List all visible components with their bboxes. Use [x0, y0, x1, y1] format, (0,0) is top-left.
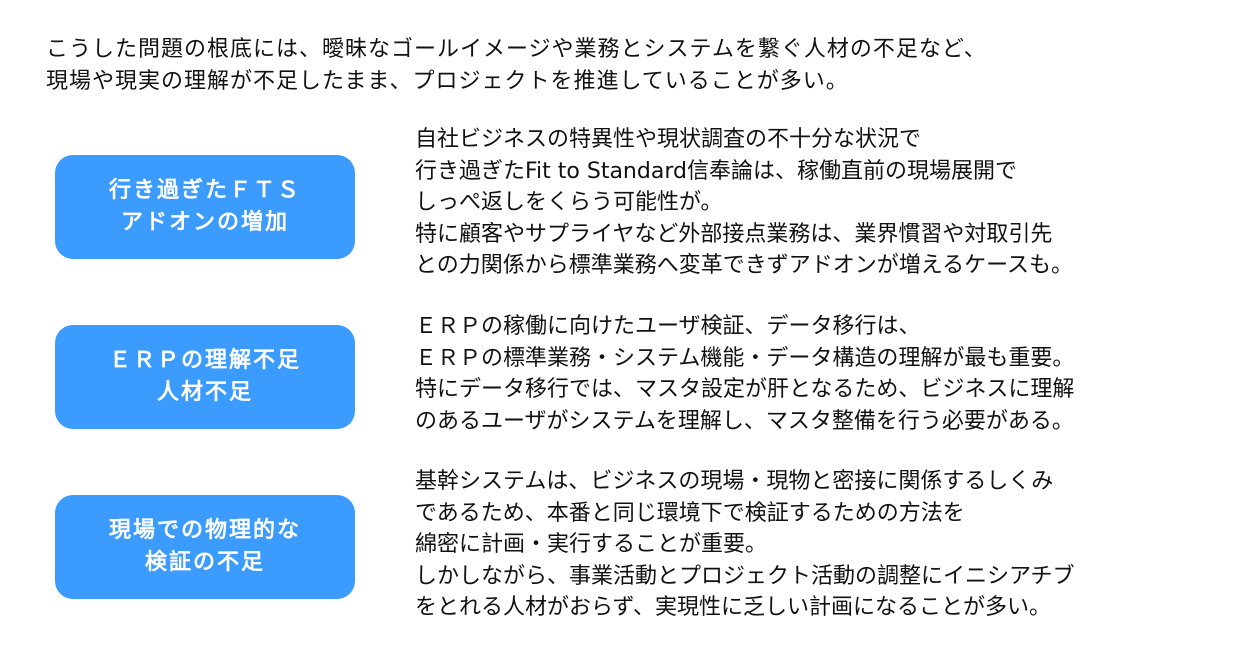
intro-text: こうした問題の根底には、曖昧なゴールイメージや業務とシステムを繋ぐ人材の不足など…: [46, 34, 987, 98]
issue-description-verification: 基幹システムは、ビジネスの現場・現物と密接に関係するしくみ であるため、本番と同…: [415, 466, 1075, 624]
description-line: ＥＲＰの標準業務・システム機能・データ構造の理解が最も重要。: [415, 345, 1075, 371]
issue-description-erp: ＥＲＰの稼働に向けたユーザ検証、データ移行は、 ＥＲＰの標準業務・システム機能・…: [415, 311, 1074, 437]
issue-box-erp: ＥＲＰの理解不足 人材不足: [55, 325, 355, 429]
issue-box-fts: 行き過ぎたＦＴＳ アドオンの増加: [55, 155, 355, 259]
issue-title-line: 現場での物理的な: [108, 518, 301, 543]
description-line: 基幹システムは、ビジネスの現場・現物と密接に関係するしくみ: [415, 469, 1054, 494]
description-line: であるため、本番と同じ環境下で検証するための方法を: [415, 500, 965, 526]
description-line: しかしながら、事業活動とプロジェクト活動の調整にイニシアチブ: [415, 563, 1075, 589]
intro-line: 現場や現実の理解が不足したまま、プロジェクトを推進していることが多い。: [46, 69, 849, 94]
description-line: 特に顧客やサプライヤなど外部接点業務は、業界慣習や対取引先: [415, 221, 1053, 247]
description-line: との力関係から標準業務へ変革できずアドオンが増えるケースも。: [415, 253, 1074, 278]
description-line: 綿密に計画・実行することが重要。: [415, 532, 768, 557]
issue-description-fts: 自社ビジネスの特異性や現状調査の不十分な状況で 行き過ぎたFit to Stan…: [415, 124, 1073, 282]
issue-title-line: ＥＲＰの理解不足: [108, 348, 301, 373]
description-line: をとれる人材がおらず、実現性に乏しい計画になることが多い。: [415, 595, 1052, 620]
issue-title-line: 行き過ぎたＦＴＳ: [108, 178, 301, 203]
issue-title-line: アドオンの増加: [120, 210, 289, 235]
description-line: 自社ビジネスの特異性や現状調査の不十分な状況で: [415, 127, 922, 152]
description-line: のあるユーザがシステムを理解し、マスタ整備を行う必要がある。: [415, 408, 1074, 434]
description-line: 特にデータ移行では、マスタ設定が肝となるため、ビジネスに理解: [415, 377, 1075, 402]
intro-line: こうした問題の根底には、曖昧なゴールイメージや業務とシステムを繋ぐ人材の不足など…: [46, 37, 987, 62]
issue-box-verification: 現場での物理的な 検証の不足: [55, 495, 355, 599]
description-line: 行き過ぎたFit to Standard信奉論は、稼働直前の現場展開で: [415, 158, 1017, 184]
issue-title-line: 人材不足: [156, 380, 253, 405]
issue-title-line: 検証の不足: [144, 550, 265, 575]
description-line: ＥＲＰの稼働に向けたユーザ検証、データ移行は、: [415, 314, 921, 339]
description-line: しっぺ返しをくらう可能性が。: [415, 190, 723, 215]
